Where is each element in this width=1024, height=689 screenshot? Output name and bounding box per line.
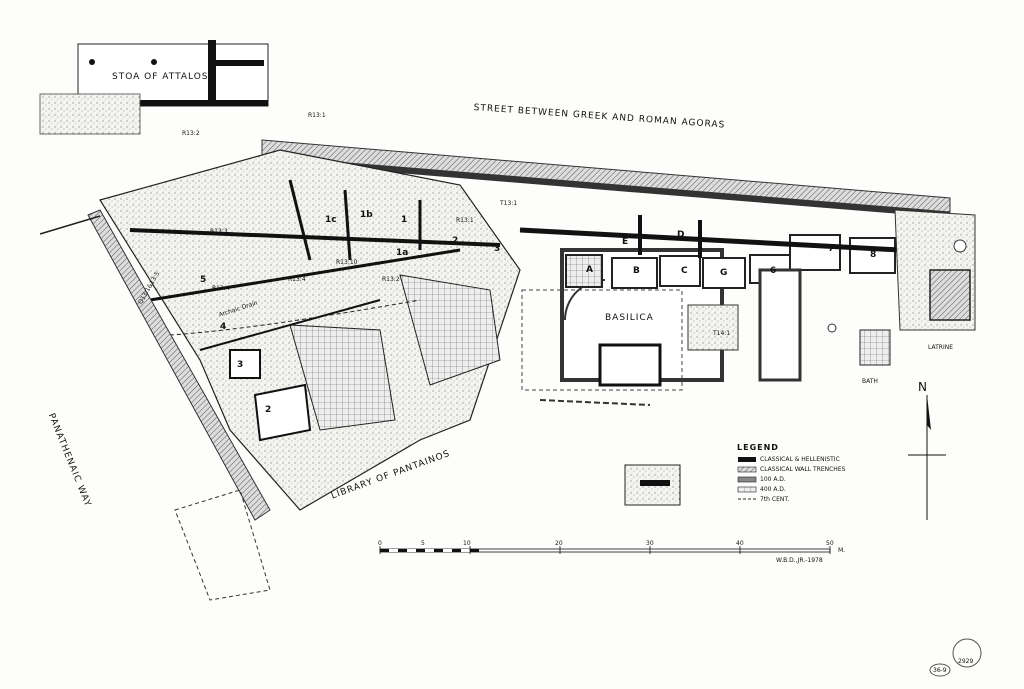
trench-label: T14:1: [713, 330, 731, 337]
label-stoa: STOA OF ATTALOS: [112, 72, 209, 82]
scale-segment: [425, 549, 434, 552]
scale-unit: M.: [838, 547, 846, 554]
scale-segment: [470, 549, 479, 552]
trench-label: R13:1: [308, 112, 326, 119]
room-label: 1c: [325, 215, 337, 225]
scale-segment: [434, 549, 443, 552]
room-label: 2: [265, 405, 272, 415]
sheet-number: 36-9: [933, 667, 947, 674]
scale-segment: [398, 549, 407, 552]
label-bath: BATH: [862, 378, 878, 385]
legend-item: 7th CENT.: [760, 496, 790, 503]
stoa-of-attalos: [39, 40, 269, 135]
room-label: 1b: [360, 210, 373, 220]
room-label: B: [633, 266, 640, 276]
legend-item: CLASSICAL WALL TRENCHES: [760, 466, 846, 473]
room-label: 5: [200, 275, 207, 285]
room-label: A: [586, 265, 593, 275]
label-latrine: LATRINE: [928, 344, 954, 351]
room-label: 1: [401, 215, 408, 225]
room-label: E: [622, 237, 629, 247]
trench-label: R13:2: [182, 130, 200, 137]
scale-segment: [389, 549, 398, 552]
scale-segment: [407, 549, 416, 552]
scale-tick-label: 20: [555, 540, 563, 547]
legend-item: 100 A.D.: [760, 476, 786, 483]
scale-segment: [452, 549, 461, 552]
room-label: 3: [237, 360, 244, 370]
legend-swatches: [737, 457, 757, 500]
room-label: 1a: [396, 248, 409, 258]
trench-label: R13:1: [456, 217, 474, 224]
room-label: D: [677, 230, 685, 240]
room-label: 8: [870, 250, 877, 260]
scale-tick-label: 50: [826, 540, 834, 547]
scale-segment: [461, 549, 470, 552]
legend-item: 400 A.D.: [760, 486, 786, 493]
trench-label: R13:4: [288, 276, 306, 283]
trench-label: R13:4: [212, 285, 230, 292]
room-label: 7: [828, 244, 835, 254]
shop-row: [519, 215, 901, 382]
room-label: 2: [452, 236, 459, 246]
north-arrow: [908, 395, 946, 520]
street-band: [261, 139, 951, 218]
scale-tick-label: 10: [463, 540, 471, 547]
label-basilica: BASILICA: [605, 313, 654, 323]
scale-segment: [443, 549, 452, 552]
trench-label: R13:2: [382, 276, 400, 283]
scale-tick-label: 5: [421, 540, 425, 547]
east-end: [827, 209, 976, 366]
trench-label: R13:10: [336, 259, 358, 266]
panathenaic-way: [39, 209, 271, 601]
trench-label: R13:3: [210, 228, 228, 235]
room-label: C: [681, 266, 688, 276]
north-label: N: [918, 380, 928, 394]
scale-tick-label: 0: [378, 540, 382, 547]
legend-item: CLASSICAL & HELLENISTIC: [760, 456, 840, 463]
room-label: 3: [494, 244, 501, 254]
scale-bar: [379, 546, 831, 554]
scale-tick-label: 30: [646, 540, 654, 547]
scale-tick-label: 40: [736, 540, 744, 547]
room-label: 4: [220, 322, 227, 332]
room-label: 6: [770, 266, 777, 276]
library-wing: [99, 149, 521, 511]
fragments: [539, 399, 681, 506]
signature: W.B.D.,JR.-1978: [776, 557, 823, 564]
archive-stamp: [929, 638, 982, 677]
stamp-number: 2929: [958, 658, 974, 665]
scale-segment: [416, 549, 425, 552]
scale-segment: [380, 549, 389, 552]
legend-title: LEGEND: [737, 443, 779, 452]
room-label: G: [720, 268, 728, 278]
trench-label: T13:1: [500, 200, 518, 207]
